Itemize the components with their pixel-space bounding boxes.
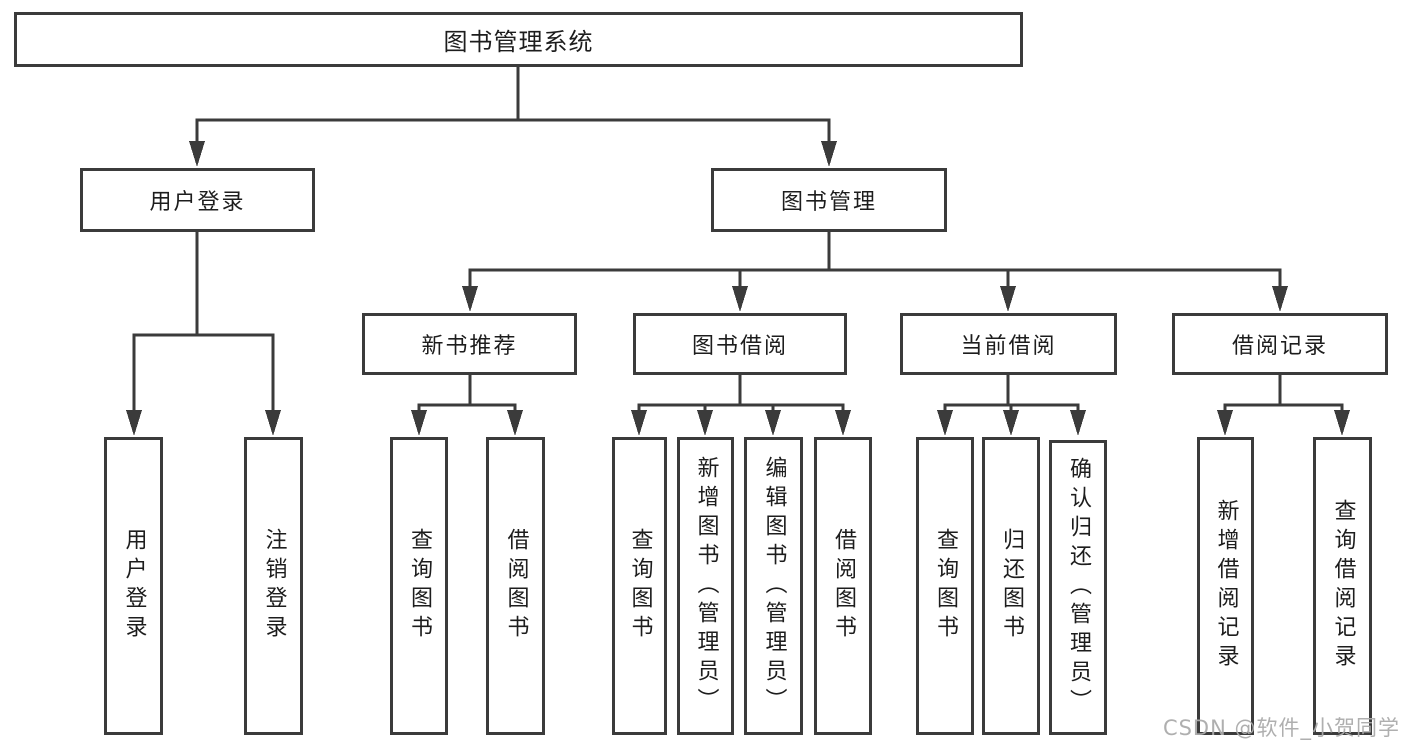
leaf-query-books-current: 查询图书	[916, 437, 974, 735]
leaf-query-books-borrow: 查询图书	[612, 437, 667, 735]
node-new-book-recommend: 新书推荐	[362, 313, 577, 375]
node-borrow-records: 借阅记录	[1172, 313, 1388, 375]
leaf-add-books-admin: 新增图书（管理员）	[677, 437, 734, 735]
node-current-borrow: 当前借阅	[900, 313, 1117, 375]
node-root: 图书管理系统	[14, 12, 1023, 67]
leaf-return-books: 归还图书	[982, 437, 1040, 735]
leaf-edit-books-admin: 编辑图书（管理员）	[744, 437, 803, 735]
watermark-text: CSDN @软件_小贺同学	[1162, 716, 1400, 740]
node-book-management: 图书管理	[711, 168, 947, 232]
leaf-confirm-return-admin: 确认归还（管理员）	[1049, 440, 1107, 735]
leaf-borrow-books-recommend: 借阅图书	[486, 437, 545, 735]
leaf-add-borrow-record: 新增借阅记录	[1197, 437, 1254, 735]
leaf-query-borrow-record: 查询借阅记录	[1313, 437, 1372, 735]
leaf-query-books-recommend: 查询图书	[390, 437, 448, 735]
leaf-user-login: 用户登录	[104, 437, 163, 735]
node-book-borrow: 图书借阅	[633, 313, 847, 375]
leaf-logout: 注销登录	[244, 437, 303, 735]
node-user-login: 用户登录	[80, 168, 315, 232]
leaf-borrow-books: 借阅图书	[814, 437, 872, 735]
